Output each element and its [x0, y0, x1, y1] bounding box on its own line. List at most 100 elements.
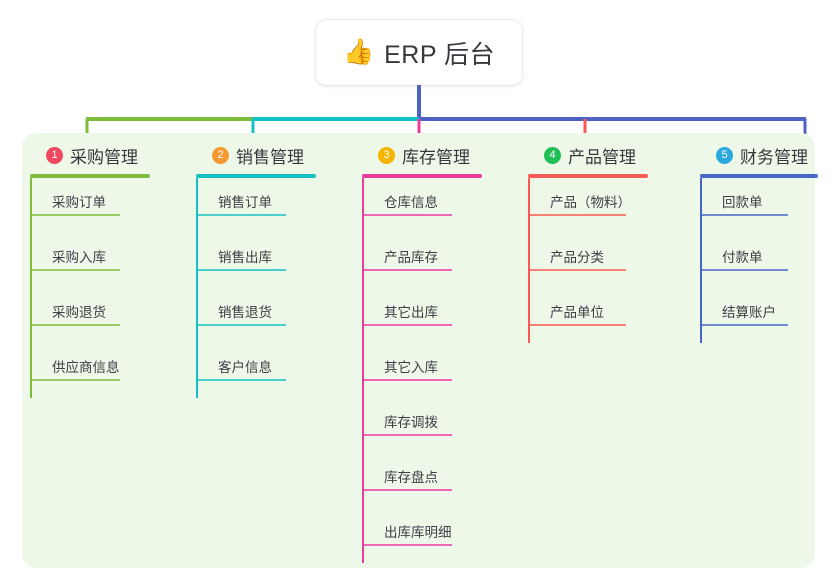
leaf-stem [196, 343, 198, 398]
leaf-item[interactable]: 产品库存 [362, 233, 522, 288]
leaf-label: 产品单位 [550, 305, 604, 320]
leaf-underline [528, 269, 626, 271]
leaf-underline [700, 269, 788, 271]
leaf-label: 供应商信息 [52, 360, 120, 375]
branch-column-3: 3 库存管理仓库信息产品库存其它出库其它入库库存调拨库存盘点出库库明细 [362, 141, 522, 563]
branch-header-2[interactable]: 2 销售管理 [196, 141, 356, 169]
leaf-item[interactable]: 销售退货 [196, 288, 356, 343]
leaf-label: 付款单 [722, 250, 763, 265]
branch-underline [700, 174, 818, 178]
branch-number-badge: 2 [212, 146, 229, 164]
leaf-underline [196, 269, 286, 271]
leaf-stem [30, 178, 32, 233]
leaf-item[interactable]: 采购订单 [30, 178, 190, 233]
leaf-stem [196, 178, 198, 233]
leaf-label: 采购退货 [52, 305, 106, 320]
branch-title: 财务管理 [740, 147, 808, 167]
leaf-stem [196, 233, 198, 288]
leaf-stem [362, 508, 364, 563]
leaf-underline [700, 214, 788, 216]
leaf-stem [30, 343, 32, 398]
leaf-item[interactable]: 销售订单 [196, 178, 356, 233]
leaf-item[interactable]: 出库库明细 [362, 508, 522, 563]
leaf-label: 回款单 [722, 195, 763, 210]
leaf-stem [528, 288, 530, 343]
branch-leaf-list: 产品（物料）产品分类产品单位 [528, 178, 698, 343]
leaf-stem [528, 178, 530, 233]
leaf-stem [362, 178, 364, 233]
leaf-item[interactable]: 库存盘点 [362, 453, 522, 508]
branch-title: 库存管理 [402, 147, 470, 167]
leaf-label: 销售退货 [218, 305, 272, 320]
branch-underline [30, 174, 150, 178]
leaf-item[interactable]: 产品分类 [528, 233, 698, 288]
branch-number-badge: 4 [544, 146, 561, 164]
leaf-label: 产品库存 [384, 250, 438, 265]
leaf-label: 其它入库 [384, 360, 438, 375]
leaf-label: 仓库信息 [384, 195, 438, 210]
thumbs-up-icon: 👍 [342, 38, 375, 66]
leaf-item[interactable]: 付款单 [700, 233, 839, 288]
branch-title: 产品管理 [568, 147, 636, 167]
leaf-label: 销售订单 [218, 195, 272, 210]
branch-leaf-list: 采购订单采购入库采购退货供应商信息 [30, 178, 190, 398]
leaf-stem [700, 288, 702, 343]
leaf-item[interactable]: 其它出库 [362, 288, 522, 343]
branch-header-4[interactable]: 4 产品管理 [528, 141, 698, 169]
leaf-label: 采购订单 [52, 195, 106, 210]
leaf-item[interactable]: 库存调拨 [362, 398, 522, 453]
leaf-stem [362, 398, 364, 453]
leaf-item[interactable]: 仓库信息 [362, 178, 522, 233]
leaf-item[interactable]: 产品（物料） [528, 178, 698, 233]
leaf-underline [196, 324, 286, 326]
leaf-underline [30, 324, 120, 326]
branches-panel [22, 133, 815, 568]
leaf-label: 采购入库 [52, 250, 106, 265]
root-title: ERP 后台 [384, 40, 496, 69]
leaf-underline [362, 379, 452, 381]
leaf-underline [30, 214, 120, 216]
leaf-item[interactable]: 采购退货 [30, 288, 190, 343]
root-node[interactable]: 👍 ERP 后台 [316, 20, 522, 85]
leaf-stem [362, 233, 364, 288]
leaf-item[interactable]: 结算账户 [700, 288, 839, 343]
leaf-item[interactable]: 客户信息 [196, 343, 356, 398]
leaf-underline [362, 324, 452, 326]
leaf-underline [30, 269, 120, 271]
leaf-item[interactable]: 其它入库 [362, 343, 522, 398]
leaf-stem [362, 343, 364, 398]
leaf-underline [362, 269, 452, 271]
leaf-underline [196, 379, 286, 381]
leaf-item[interactable]: 回款单 [700, 178, 839, 233]
leaf-underline [362, 434, 452, 436]
leaf-underline [30, 379, 120, 381]
leaf-label: 客户信息 [218, 360, 272, 375]
leaf-stem [362, 288, 364, 343]
branch-title: 销售管理 [236, 147, 304, 167]
leaf-stem [362, 453, 364, 508]
branch-number-badge: 1 [46, 146, 63, 164]
leaf-item[interactable]: 供应商信息 [30, 343, 190, 398]
leaf-stem [196, 288, 198, 343]
leaf-underline [362, 214, 452, 216]
leaf-item[interactable]: 销售出库 [196, 233, 356, 288]
leaf-item[interactable]: 产品单位 [528, 288, 698, 343]
leaf-underline [700, 324, 788, 326]
branch-underline [196, 174, 316, 178]
branch-number-badge: 3 [378, 146, 395, 164]
leaf-stem [700, 233, 702, 288]
leaf-stem [30, 233, 32, 288]
leaf-stem [528, 233, 530, 288]
leaf-stem [30, 288, 32, 343]
branch-column-2: 2 销售管理销售订单销售出库销售退货客户信息 [196, 141, 356, 398]
leaf-item[interactable]: 采购入库 [30, 233, 190, 288]
leaf-label: 结算账户 [722, 305, 776, 320]
leaf-label: 出库库明细 [384, 525, 452, 540]
leaf-underline [528, 214, 626, 216]
branch-header-3[interactable]: 3 库存管理 [362, 141, 522, 169]
branch-leaf-list: 销售订单销售出库销售退货客户信息 [196, 178, 356, 398]
